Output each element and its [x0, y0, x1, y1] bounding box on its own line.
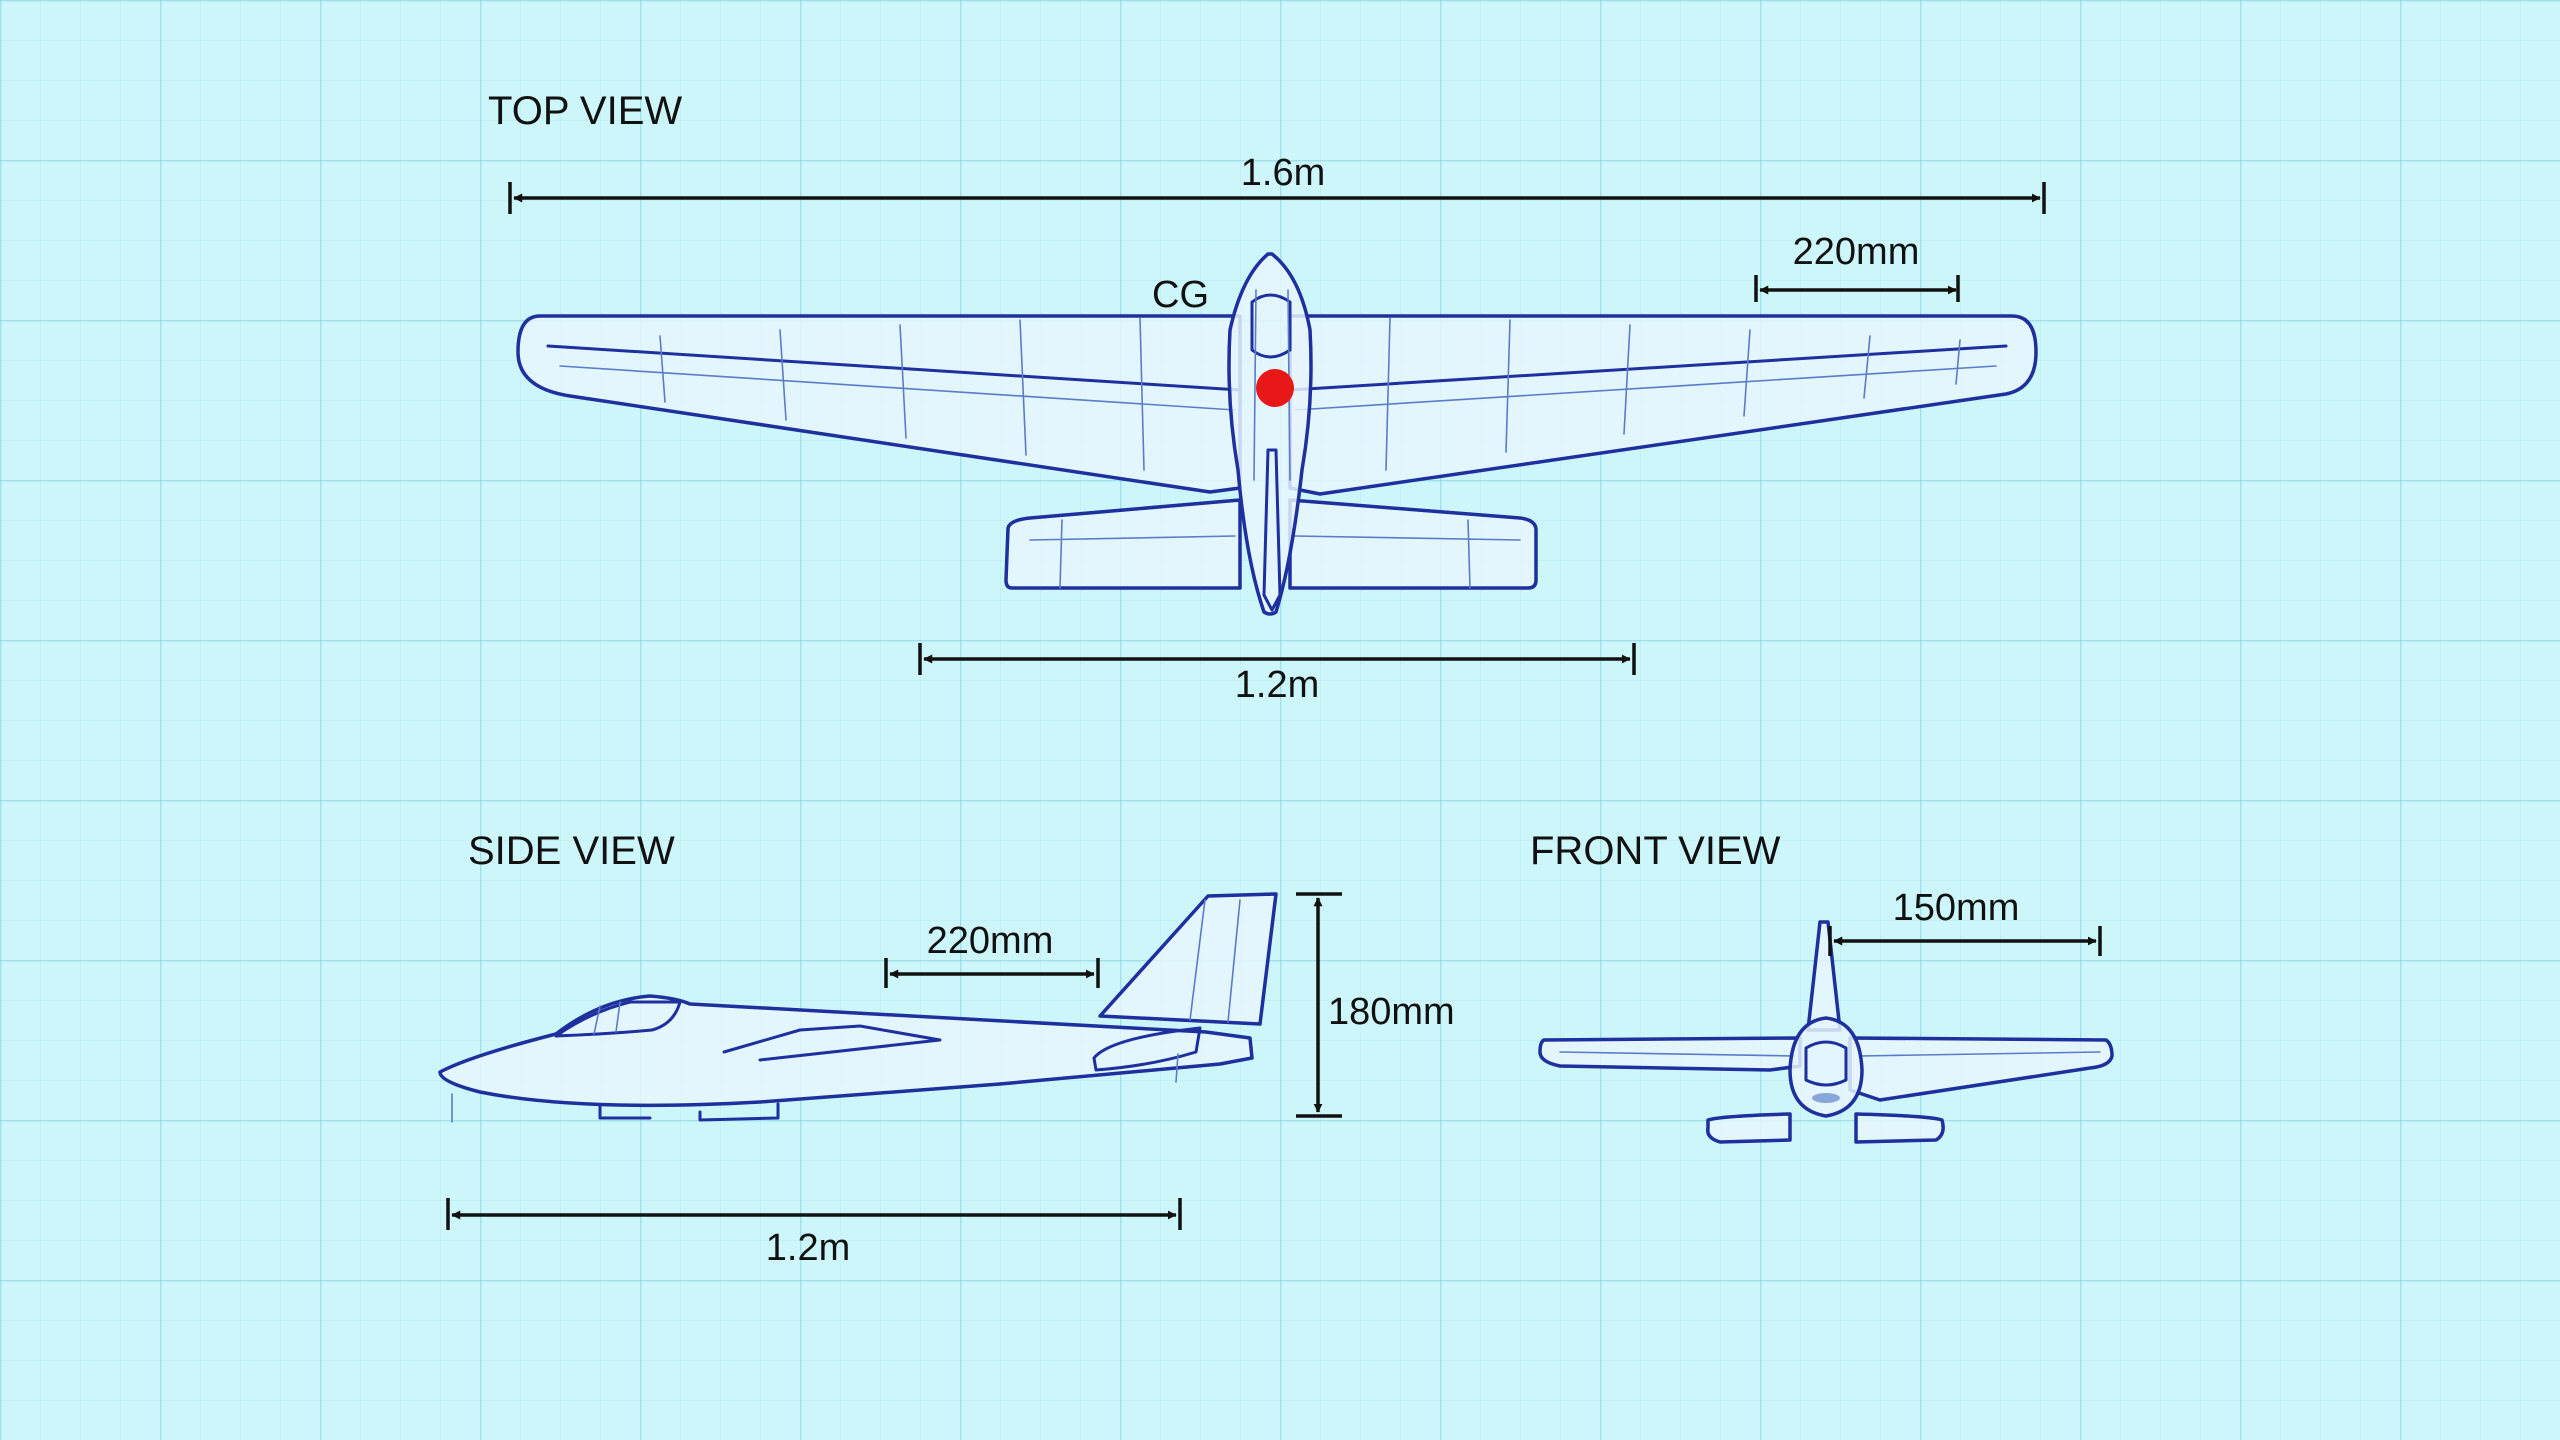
top-chord-label: 220mm: [1793, 231, 1920, 273]
stabilizer-right: [1288, 498, 1538, 590]
side-landing-gear: [598, 1102, 780, 1122]
tail-span-dimension: 1.2m: [918, 643, 1636, 706]
top-horizontal-stabilizer: [1004, 498, 1538, 590]
front-vertical-fin: [1806, 920, 1842, 1032]
stabilizer-detail-lines: [1029, 519, 1521, 589]
front-stabilizer-left: [1706, 1112, 1792, 1144]
vertical-fin-top: [1262, 448, 1282, 612]
wing-left: [516, 314, 1242, 494]
top-chord-dimension: 220mm: [1754, 231, 1960, 302]
cg-label: CG: [1152, 274, 1209, 316]
tail-span-label: 1.2m: [1235, 664, 1319, 706]
front-stabilizer-right: [1854, 1112, 1945, 1144]
side-canopy-frame: [593, 1001, 621, 1035]
side-canopy: [554, 1000, 682, 1038]
top-view: TOP VIEW 1.6m 220mm: [488, 89, 2046, 706]
side-vertical-tail: [1098, 892, 1278, 1026]
cg-dot: [1256, 369, 1294, 407]
side-length-label: 1.2m: [766, 1227, 850, 1269]
side-chord-dimension: 220mm: [884, 920, 1100, 988]
side-tail-skid: [1175, 1053, 1179, 1083]
wingspan-label: 1.6m: [1241, 152, 1325, 194]
front-dimension-label: 150mm: [1893, 887, 2020, 929]
side-view-title: SIDE VIEW: [468, 829, 675, 873]
front-view-title: FRONT VIEW: [1530, 829, 1781, 873]
front-dimension: 150mm: [1828, 887, 2102, 956]
wingspan-dimension: 1.6m: [508, 152, 2046, 214]
side-wing-root: [722, 1024, 942, 1062]
top-main-wing: [516, 314, 2038, 496]
cg-marker: CG: [1152, 274, 1294, 407]
side-view: SIDE VIEW 220mm 180mm: [438, 829, 1455, 1269]
canopy-outline: [1250, 293, 1292, 359]
side-length-dimension: 1.2m: [446, 1198, 1182, 1269]
wing-rib-lines: [559, 317, 1997, 471]
wing-right: [1288, 314, 2038, 496]
side-tail-detail-lines: [1189, 899, 1241, 1023]
front-canopy: [1804, 1040, 1848, 1087]
height-dimension: 180mm: [1296, 892, 1455, 1118]
side-horizontal-stabilizer: [1092, 1026, 1202, 1072]
top-fuselage: [1227, 252, 1313, 616]
wing-spar-lines: [546, 344, 2008, 392]
height-label: 180mm: [1328, 991, 1455, 1033]
front-wing-right: [1848, 1036, 2114, 1102]
front-wing-spar-lines: [1559, 1051, 2101, 1057]
front-view: FRONT VIEW 150mm: [1530, 829, 2114, 1144]
top-view-title: TOP VIEW: [488, 89, 682, 133]
side-chord-label: 220mm: [927, 920, 1054, 962]
stabilizer-left: [1004, 498, 1242, 590]
front-fuselage: [1788, 1016, 1864, 1118]
front-intake: [1812, 1093, 1840, 1103]
